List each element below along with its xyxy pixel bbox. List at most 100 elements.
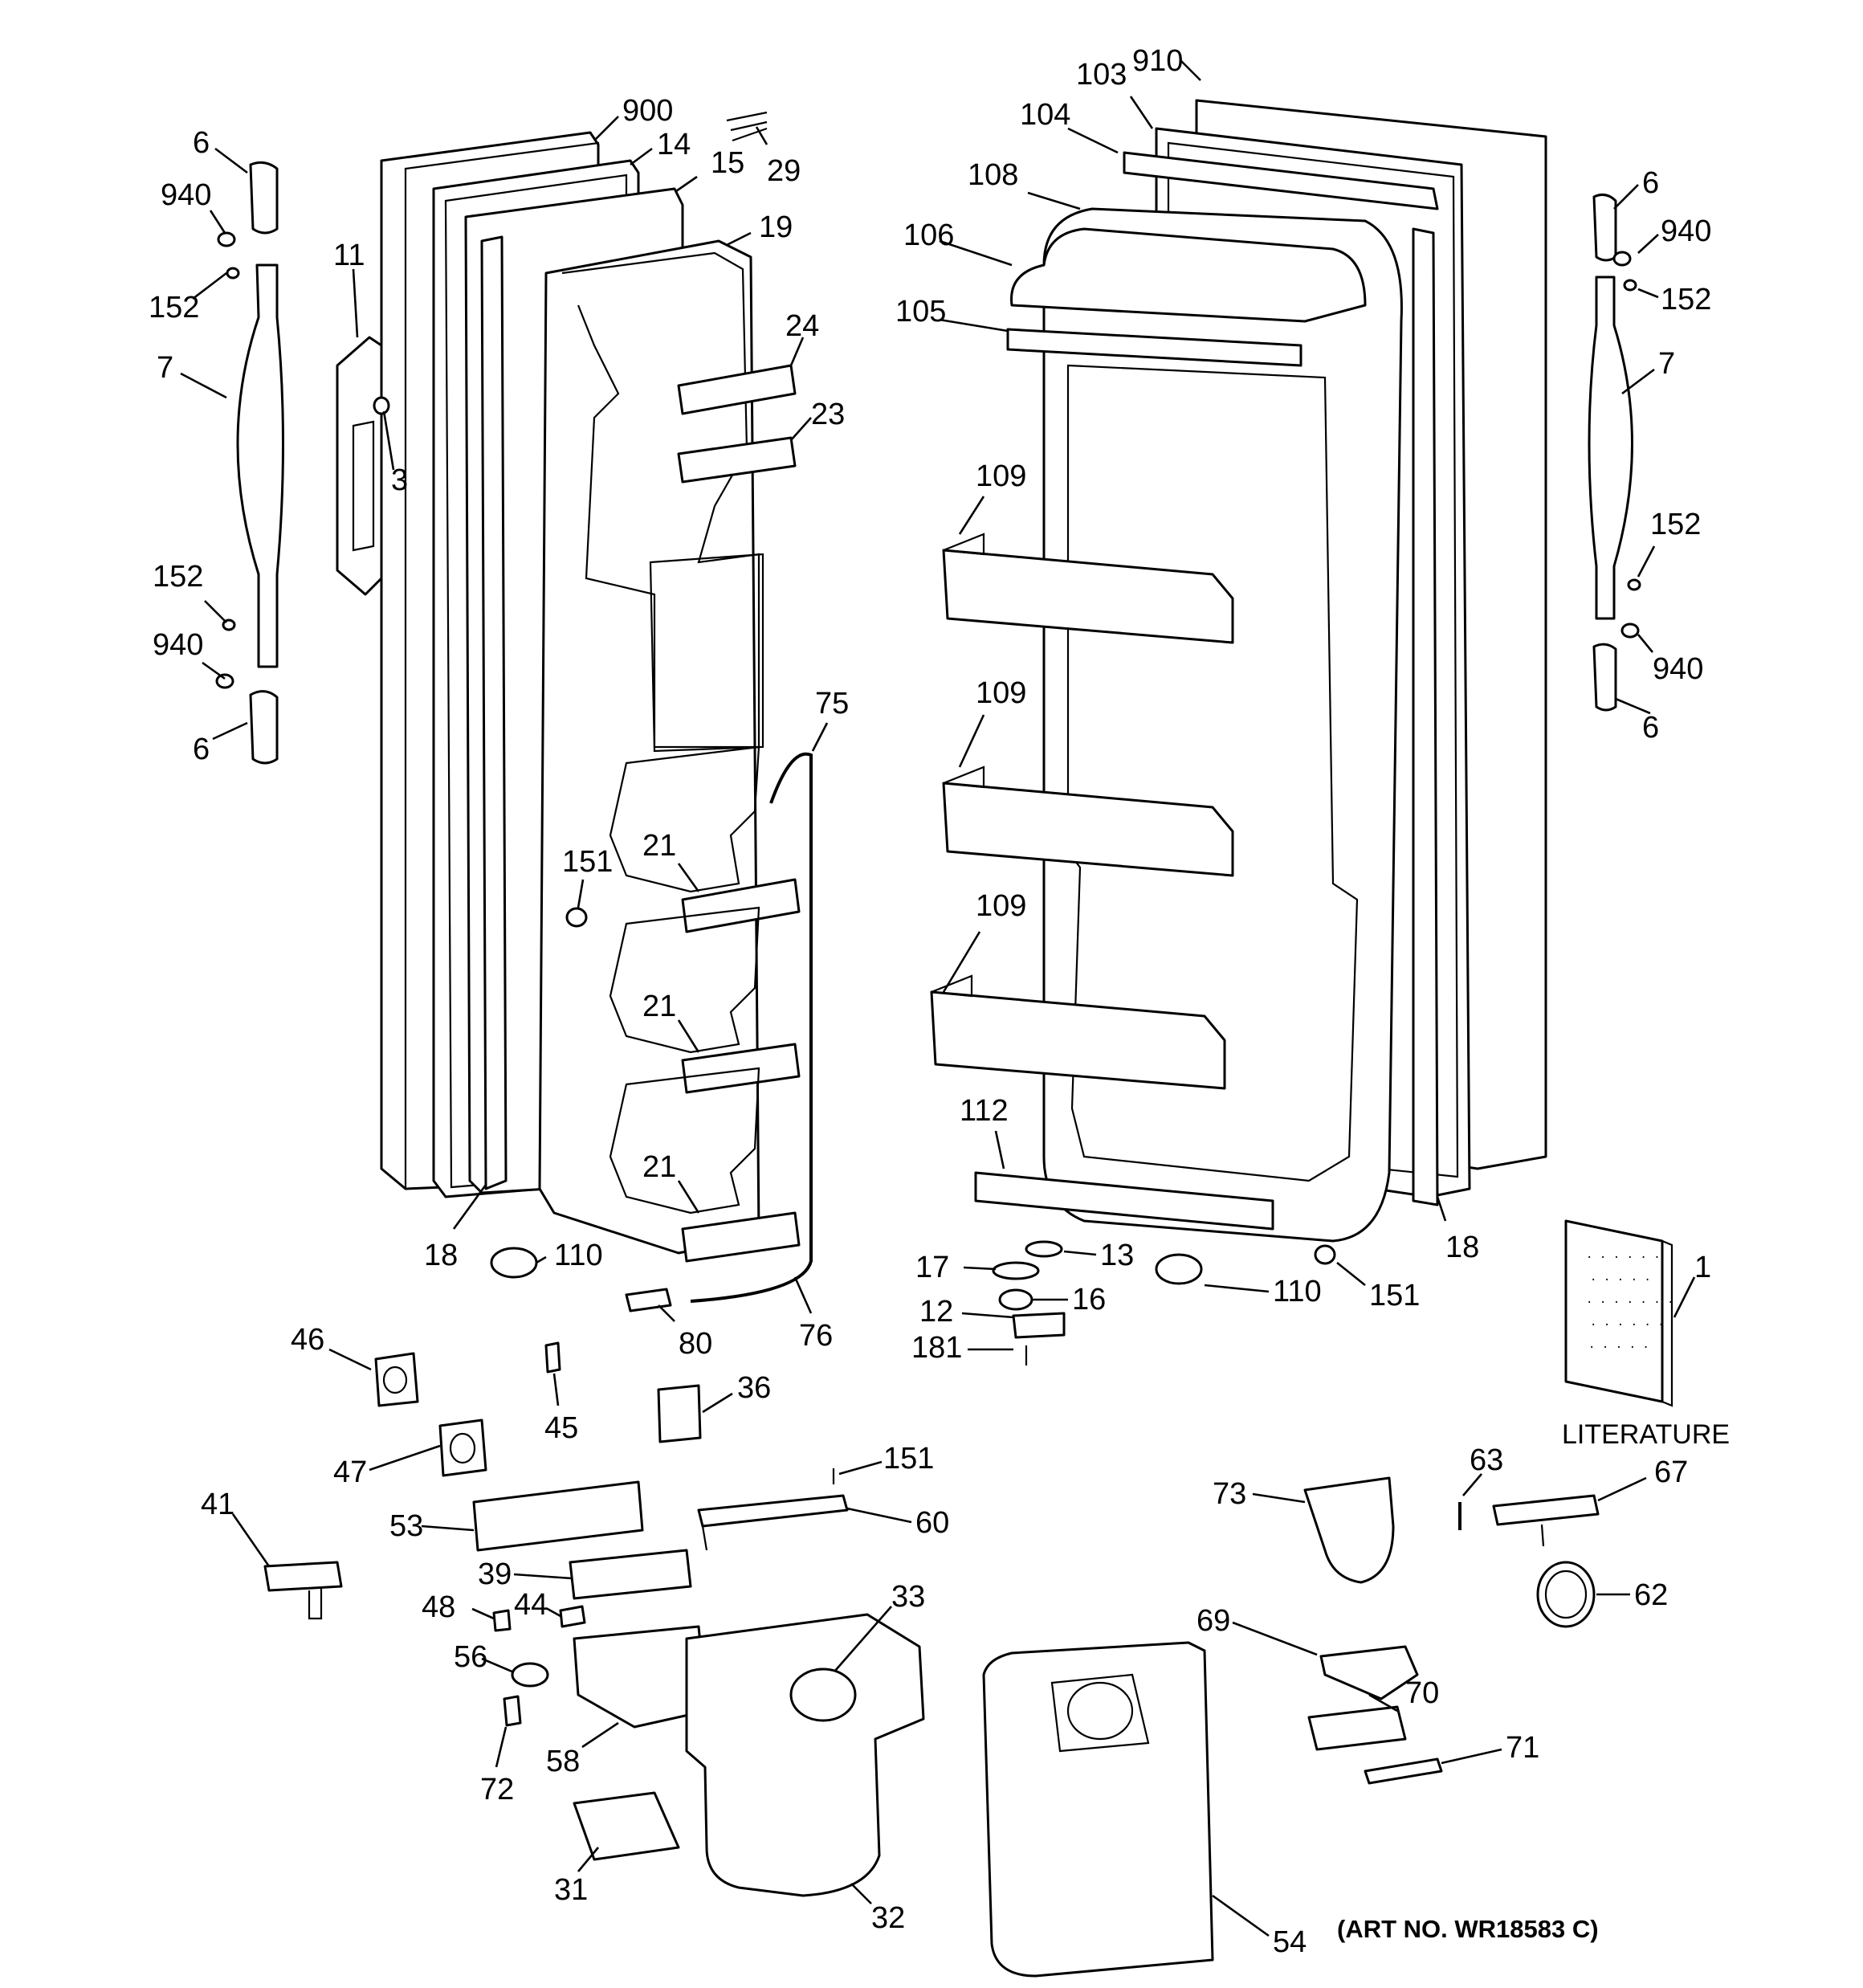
callout-910: 910 <box>1132 44 1183 78</box>
part-44 <box>559 1605 586 1628</box>
drip-tray-31 <box>573 1791 680 1861</box>
dispenser-recess <box>649 553 764 753</box>
callout-109-a: 109 <box>976 459 1026 493</box>
callout-46: 46 <box>291 1323 324 1357</box>
callout-110-left: 110 <box>554 1239 603 1272</box>
callout-940-top-left: 940 <box>161 178 211 212</box>
screw-940-bl <box>215 673 234 689</box>
callout-112: 112 <box>960 1094 1009 1128</box>
door-bin-109-c <box>930 974 1226 1090</box>
callout-41: 41 <box>201 1488 234 1521</box>
callout-58: 58 <box>546 1745 580 1778</box>
door-bin-109-a <box>942 533 1234 644</box>
dairy-door-hinge-rail <box>1006 328 1302 367</box>
callout-18-left: 18 <box>424 1239 458 1272</box>
callout-900: 900 <box>622 94 673 128</box>
door-stop-110-right <box>1155 1253 1203 1285</box>
callout-940-top-right: 940 <box>1661 214 1711 248</box>
leader-lines <box>180 59 1696 1937</box>
dispenser-front-panel-54 <box>982 1641 1214 1978</box>
callout-17: 17 <box>915 1251 949 1284</box>
bottom-trim-rail-112 <box>974 1171 1274 1231</box>
callout-67: 67 <box>1654 1455 1688 1489</box>
callout-62: 62 <box>1634 1578 1668 1612</box>
shelf-bar-24 <box>677 364 797 415</box>
literature-line-2: · · · · · <box>1590 1274 1651 1287</box>
callout-60: 60 <box>915 1506 949 1540</box>
callout-39: 39 <box>478 1557 512 1591</box>
hinge-part-13 <box>1025 1240 1063 1258</box>
callout-6-bottom-left: 6 <box>193 733 210 766</box>
freezer-liner-lower-shelves <box>609 745 760 1214</box>
callout-21-b: 21 <box>642 990 676 1023</box>
bracket-67 <box>1492 1494 1600 1526</box>
callout-940-bottom-right: 940 <box>1653 652 1703 686</box>
callout-63: 63 <box>1470 1443 1503 1477</box>
callout-940-bottom-left: 940 <box>153 628 203 662</box>
hinge-part-12 <box>1012 1312 1066 1339</box>
callout-75: 75 <box>815 687 849 720</box>
callout-45: 45 <box>544 1411 578 1445</box>
screw-152-tl <box>226 267 240 280</box>
shelf-bar-21-b <box>681 1043 801 1094</box>
callout-47: 47 <box>333 1455 367 1489</box>
callout-36: 36 <box>737 1371 771 1405</box>
callout-6-top-right: 6 <box>1642 166 1659 200</box>
fresh-food-breaker-strip <box>1412 227 1439 1206</box>
callout-32: 32 <box>871 1901 905 1935</box>
callout-152-top-left: 152 <box>149 291 199 325</box>
callout-7-left: 7 <box>157 351 173 385</box>
callout-109-c: 109 <box>976 889 1026 923</box>
callout-19: 19 <box>759 210 793 244</box>
callout-152-bottom-left: 152 <box>153 560 203 594</box>
dispenser-housing-58 <box>573 1625 708 1729</box>
frame-70 <box>1307 1705 1407 1751</box>
bracket-41 <box>263 1561 343 1592</box>
clip-45 <box>544 1341 561 1374</box>
callout-110-right: 110 <box>1273 1275 1322 1308</box>
door-bin-109-b <box>942 765 1234 877</box>
door-stop-110-left <box>490 1247 538 1279</box>
bracket-60 <box>697 1494 849 1528</box>
callout-44: 44 <box>514 1588 548 1622</box>
callout-152-top-right: 152 <box>1661 283 1711 316</box>
freezer-door-assembly <box>215 111 813 1312</box>
funnel-69 <box>1319 1645 1419 1700</box>
callout-151-bottom: 151 <box>883 1442 934 1476</box>
callout-151-left: 151 <box>562 845 613 879</box>
callout-24: 24 <box>785 309 819 343</box>
screw-940-tr <box>1612 251 1632 267</box>
callout-53: 53 <box>389 1509 423 1543</box>
literature-line-5: · · · · · <box>1588 1341 1649 1354</box>
shelf-bar-23 <box>677 436 797 484</box>
callout-105: 105 <box>895 295 946 329</box>
callout-71: 71 <box>1506 1731 1539 1765</box>
callout-21-a: 21 <box>642 829 676 863</box>
callout-29: 29 <box>767 154 801 188</box>
auger-collar-33 <box>789 1668 857 1722</box>
fresh-food-door-liner <box>1042 207 1403 1243</box>
handle-cap-bottom-left <box>249 690 279 765</box>
dispenser-switch-46 <box>374 1352 419 1407</box>
literature-line-1: · · · · · · <box>1586 1251 1661 1264</box>
callout-21-c: 21 <box>642 1150 676 1184</box>
callout-33: 33 <box>891 1580 925 1614</box>
literature-caption: LITERATURE <box>1562 1419 1730 1450</box>
screw-940-tl <box>217 231 236 247</box>
callout-76: 76 <box>799 1319 833 1353</box>
frame-47 <box>438 1419 487 1477</box>
dispenser-cover-bracket <box>336 336 383 596</box>
callout-106: 106 <box>903 218 954 252</box>
callout-70: 70 <box>1405 1676 1439 1710</box>
hinge-part-16 <box>998 1288 1033 1311</box>
callout-152-bottom-right: 152 <box>1650 508 1701 541</box>
callout-109-b: 109 <box>976 676 1026 710</box>
circuit-board-39 <box>569 1549 692 1600</box>
callout-3: 3 <box>391 463 408 497</box>
plug-3 <box>373 396 390 415</box>
callout-31: 31 <box>554 1873 588 1907</box>
part-48 <box>492 1609 512 1632</box>
callout-54: 54 <box>1273 1925 1307 1959</box>
callout-103: 103 <box>1076 58 1127 92</box>
plug-151-right <box>1314 1244 1336 1265</box>
